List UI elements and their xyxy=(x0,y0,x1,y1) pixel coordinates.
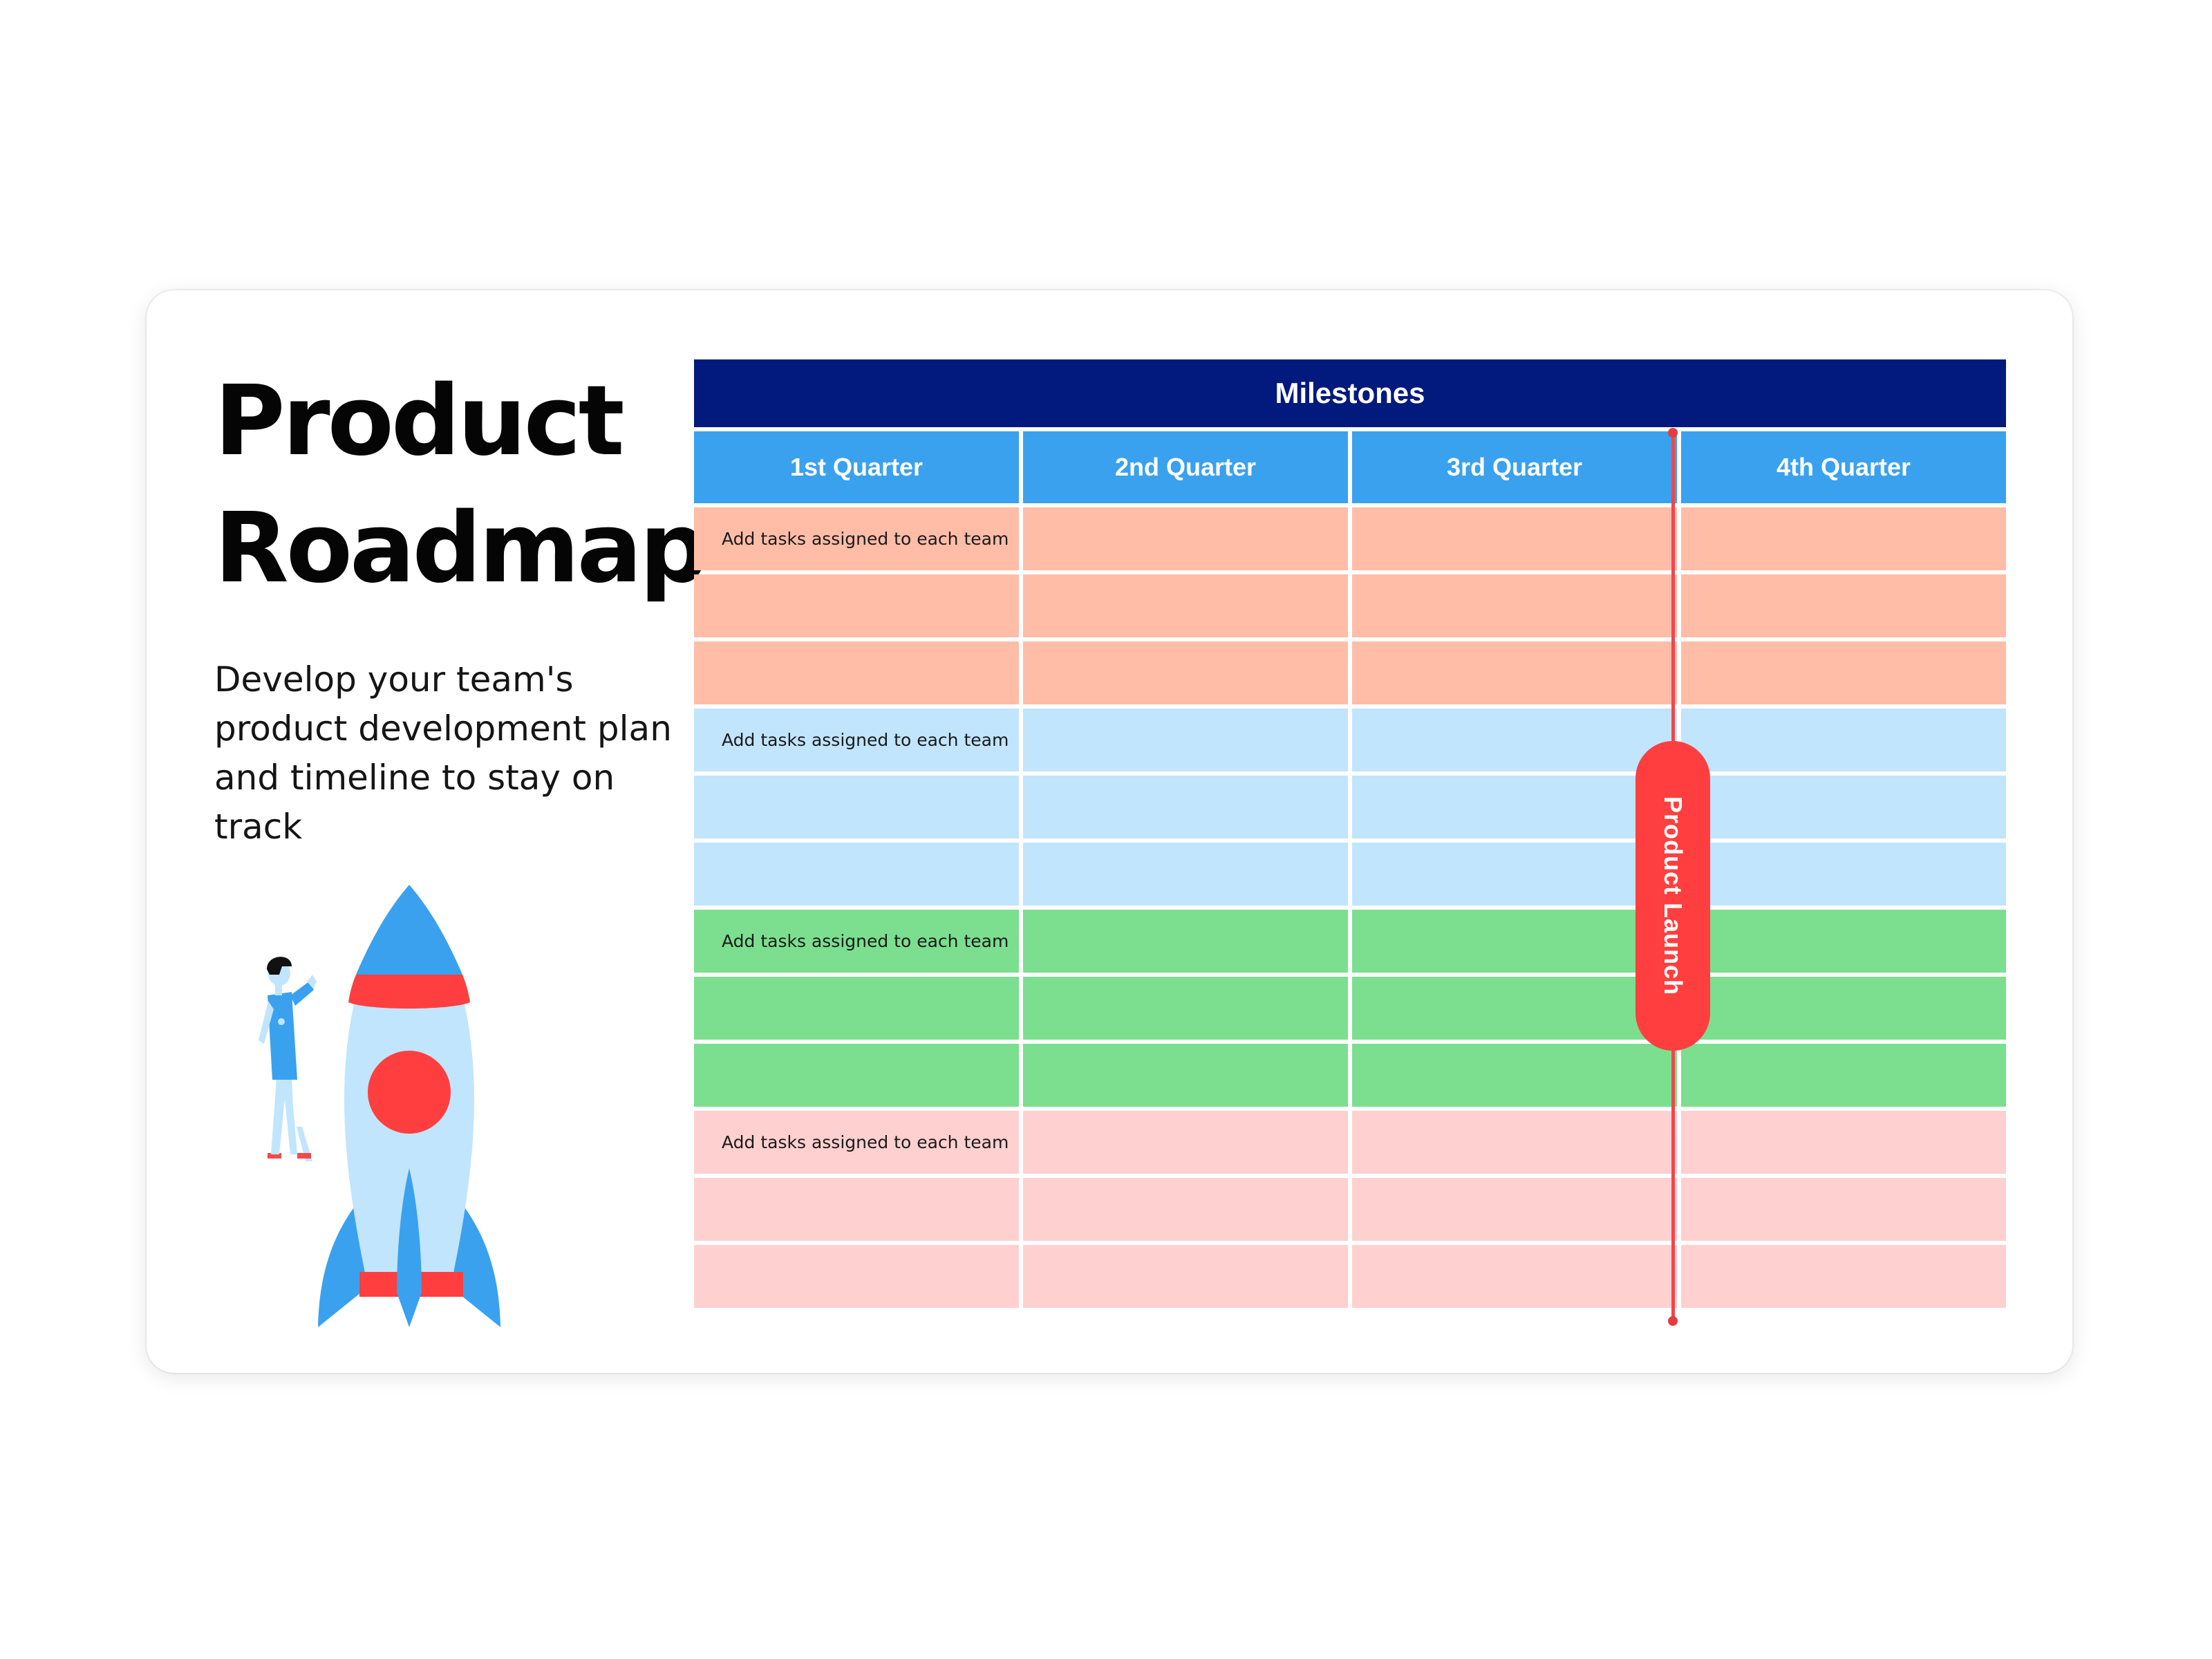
task-cell[interactable] xyxy=(694,1178,1019,1241)
task-cell[interactable] xyxy=(694,574,1019,637)
launch-line-bottom-dot xyxy=(1668,1316,1678,1326)
milestones-header: Milestones xyxy=(694,359,2006,427)
task-cell[interactable] xyxy=(694,843,1019,906)
task-cell[interactable] xyxy=(1023,1111,1348,1174)
task-cell[interactable] xyxy=(1023,843,1348,906)
quarter-header-3: 3rd Quarter xyxy=(1352,431,1677,503)
task-cell[interactable] xyxy=(1681,641,2006,704)
quarter-header-4: 4th Quarter xyxy=(1681,431,2006,503)
task-cell[interactable] xyxy=(1352,1178,1677,1241)
task-cell[interactable] xyxy=(1352,574,1677,637)
task-cell[interactable] xyxy=(1023,910,1348,973)
task-cell[interactable] xyxy=(1023,641,1348,704)
task-cell[interactable] xyxy=(1023,507,1348,570)
task-cell[interactable]: Add tasks assigned to each team xyxy=(694,507,1019,570)
task-cell[interactable] xyxy=(1352,1245,1677,1308)
task-cell[interactable] xyxy=(1023,574,1348,637)
task-cell[interactable] xyxy=(1352,709,1677,771)
task-cell[interactable] xyxy=(1352,776,1677,838)
page-subtitle: Develop your team's product development … xyxy=(214,659,672,847)
page-title: Product Roadmap xyxy=(214,365,709,605)
task-cell[interactable] xyxy=(1352,843,1677,906)
launch-line-top-dot xyxy=(1668,428,1678,438)
product-launch-label: Product Launch xyxy=(1659,796,1687,995)
task-cell[interactable] xyxy=(1681,1178,2006,1241)
task-cell[interactable] xyxy=(1023,709,1348,771)
task-cell[interactable] xyxy=(1023,1178,1348,1241)
task-cell[interactable] xyxy=(1023,776,1348,838)
task-cell[interactable] xyxy=(1352,910,1677,973)
task-cell[interactable] xyxy=(1681,776,2006,838)
task-cell[interactable] xyxy=(1023,1245,1348,1308)
task-cell[interactable] xyxy=(1023,977,1348,1040)
task-cell[interactable] xyxy=(1681,574,2006,637)
task-cell[interactable] xyxy=(1681,1111,2006,1174)
task-cell[interactable] xyxy=(694,1044,1019,1107)
person-icon xyxy=(259,957,317,1161)
product-launch-marker: Product Launch xyxy=(1635,741,1710,1051)
task-cell[interactable] xyxy=(1681,977,2006,1040)
task-cell[interactable] xyxy=(694,1245,1019,1308)
task-cell[interactable] xyxy=(1352,1044,1677,1107)
task-cell[interactable] xyxy=(1352,1111,1677,1174)
task-cell[interactable] xyxy=(694,776,1019,838)
task-cell[interactable] xyxy=(1681,1044,2006,1107)
quarter-header-2: 2nd Quarter xyxy=(1023,431,1348,503)
task-cell[interactable] xyxy=(1681,507,2006,570)
rocket-icon xyxy=(318,885,500,1327)
task-cell[interactable] xyxy=(1352,641,1677,704)
task-cell[interactable] xyxy=(694,977,1019,1040)
task-cell[interactable]: Add tasks assigned to each team xyxy=(694,1111,1019,1174)
task-cell[interactable] xyxy=(1023,1044,1348,1107)
task-cell[interactable]: Add tasks assigned to each team xyxy=(694,910,1019,973)
task-cell[interactable] xyxy=(1681,843,2006,906)
task-cell[interactable] xyxy=(694,641,1019,704)
task-cell[interactable] xyxy=(1352,507,1677,570)
task-cell[interactable] xyxy=(1681,709,2006,771)
quarter-header-1: 1st Quarter xyxy=(694,431,1019,503)
roadmap-card: Product Roadmap Develop your team's prod… xyxy=(147,290,2072,1373)
task-cell[interactable]: Add tasks assigned to each team xyxy=(694,709,1019,771)
task-cell[interactable] xyxy=(1352,977,1677,1040)
rocket-illustration xyxy=(259,885,500,1327)
task-cell[interactable] xyxy=(1681,1245,2006,1308)
task-cell[interactable] xyxy=(1681,910,2006,973)
